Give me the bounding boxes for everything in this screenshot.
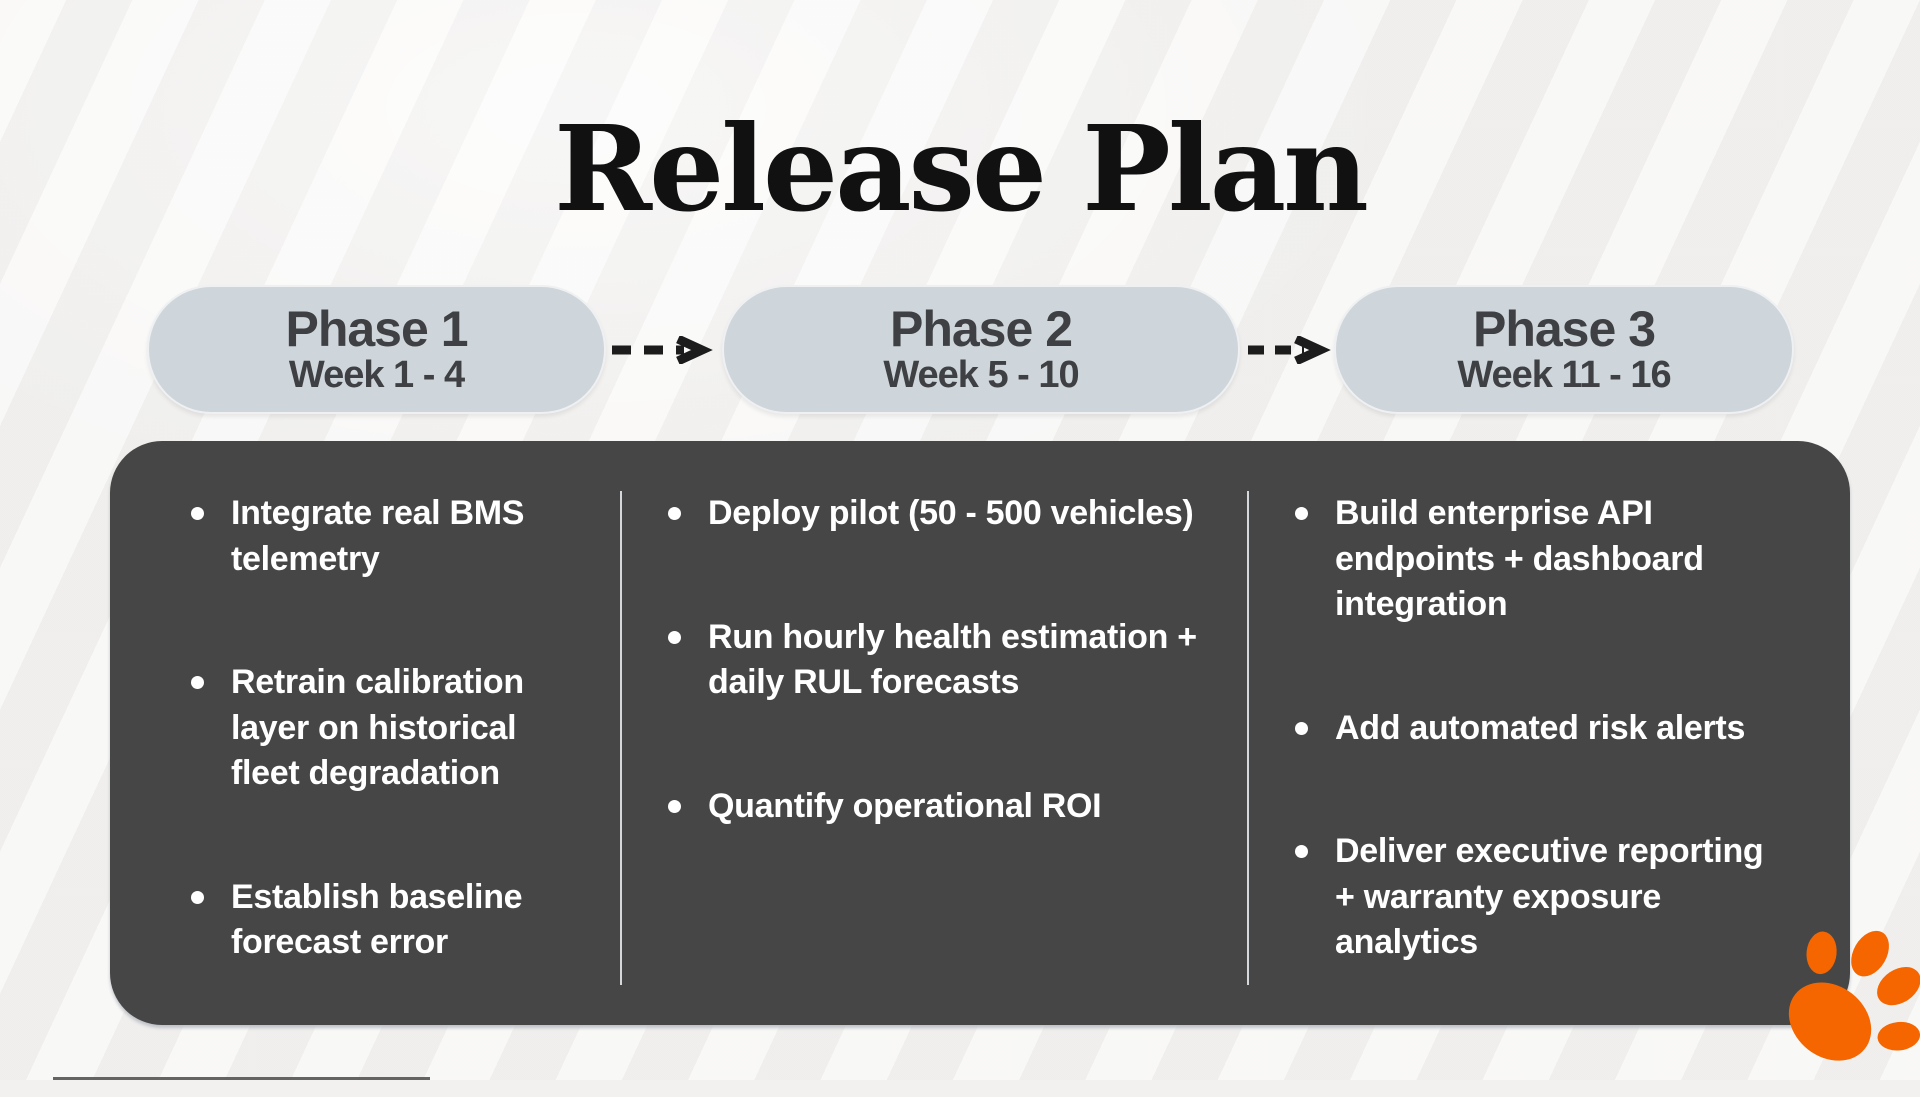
dashed-arrow-icon bbox=[1248, 336, 1331, 364]
dashed-arrow-icon bbox=[612, 336, 713, 364]
bullet-dot-icon bbox=[191, 890, 204, 904]
phase-1-pill: Phase 1 Week 1 - 4 bbox=[147, 285, 606, 414]
phase-details-panel: Integrate real BMS telemetry Retrain cal… bbox=[110, 441, 1850, 1025]
bullet-dot-icon bbox=[668, 507, 681, 520]
phase-1-bullets: Integrate real BMS telemetry Retrain cal… bbox=[185, 491, 580, 966]
phase-2-bullets: Deploy pilot (50 - 500 vehicles) Run hou… bbox=[662, 491, 1207, 829]
phase-1-label: Phase 1 bbox=[285, 301, 468, 358]
phase-2-label: Phase 2 bbox=[889, 301, 1073, 358]
list-item: Deploy pilot (50 - 500 vehicles) bbox=[662, 491, 1207, 537]
tiger-paw-logo-icon bbox=[1788, 930, 1920, 1061]
list-item: Build enterprise API endpoints + dashboa… bbox=[1289, 491, 1775, 628]
phase-2-pill: Phase 2 Week 5 - 10 bbox=[722, 285, 1240, 414]
column-divider bbox=[1247, 491, 1249, 985]
phase-3-bullets: Build enterprise API endpoints + dashboa… bbox=[1289, 491, 1775, 966]
list-item: Add automated risk alerts bbox=[1289, 706, 1775, 752]
phase-1-weeks: Week 1 - 4 bbox=[288, 354, 465, 397]
list-item: Quantify operational ROI bbox=[662, 784, 1207, 830]
list-item: Retrain calibration layer on historical … bbox=[185, 660, 580, 797]
list-item: Establish baseline forecast error bbox=[185, 875, 580, 966]
list-item: Run hourly health estimation + daily RUL… bbox=[662, 615, 1207, 706]
column-divider bbox=[620, 491, 622, 985]
bullet-dot-icon bbox=[191, 676, 204, 690]
list-item: Deliver executive reporting + warranty e… bbox=[1289, 829, 1775, 966]
bullet-dot-icon bbox=[668, 630, 681, 644]
bullet-dot-icon bbox=[1295, 507, 1308, 520]
phase-2-weeks: Week 5 - 10 bbox=[883, 354, 1079, 397]
bullet-dot-icon bbox=[1295, 845, 1308, 859]
phase-3-weeks: Week 11 - 16 bbox=[1457, 354, 1671, 397]
page-title: Release Plan bbox=[554, 99, 1369, 239]
phase-3-pill: Phase 3 Week 11 - 16 bbox=[1334, 285, 1794, 414]
bottom-edge-bar bbox=[53, 1077, 430, 1080]
bullet-dot-icon bbox=[191, 507, 204, 520]
bullet-dot-icon bbox=[1295, 721, 1308, 735]
phase-3-label: Phase 3 bbox=[1472, 301, 1656, 358]
bullet-dot-icon bbox=[668, 799, 681, 813]
list-item: Integrate real BMS telemetry bbox=[185, 491, 580, 582]
